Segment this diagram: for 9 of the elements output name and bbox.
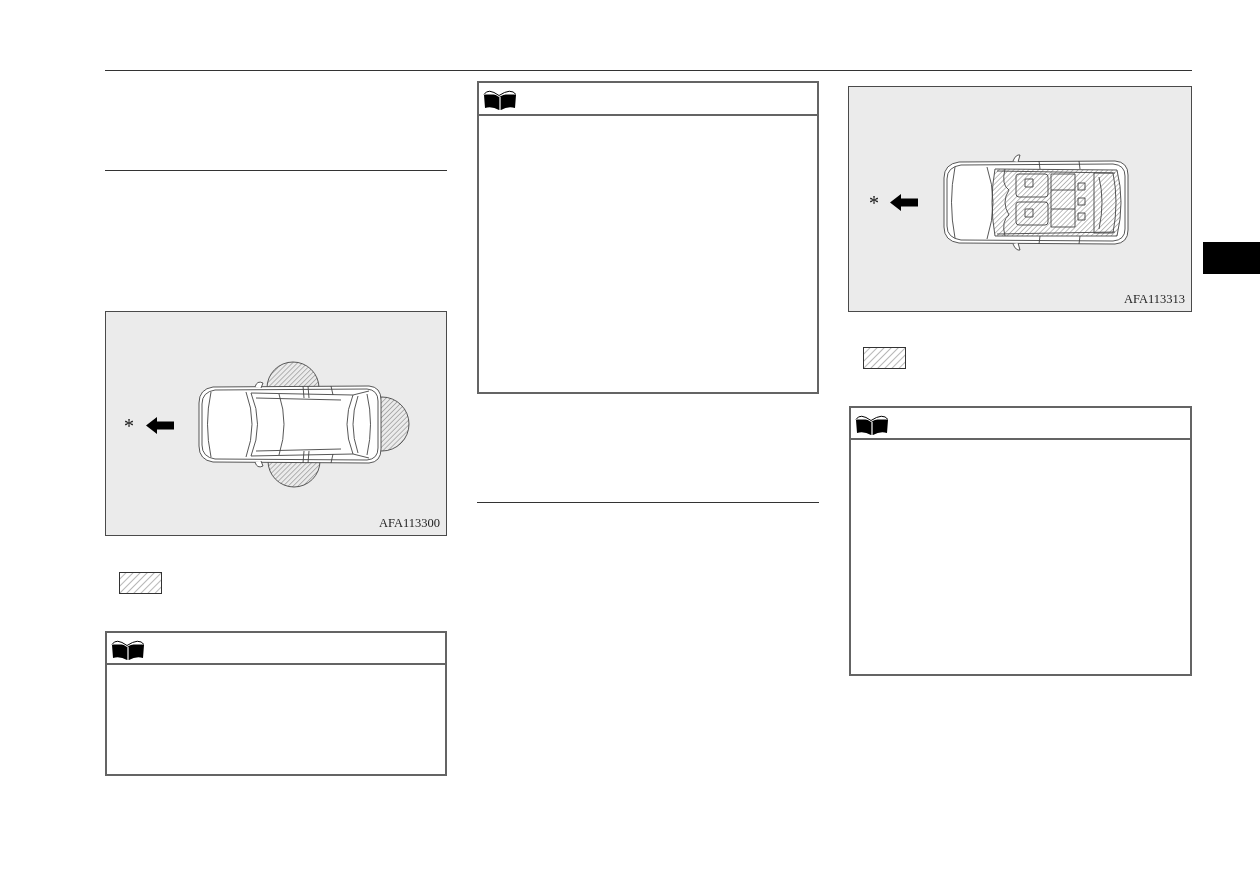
note-box [477,81,819,394]
figure-panel [105,311,447,536]
figure-code: AFA113300 [378,516,440,530]
asterisk-mark: * [124,416,134,436]
note-box [105,631,447,776]
note-box [849,406,1192,676]
figure-panel [848,86,1192,312]
asterisk-mark: * [869,193,879,213]
figure-code: AFA113313 [1123,292,1185,306]
